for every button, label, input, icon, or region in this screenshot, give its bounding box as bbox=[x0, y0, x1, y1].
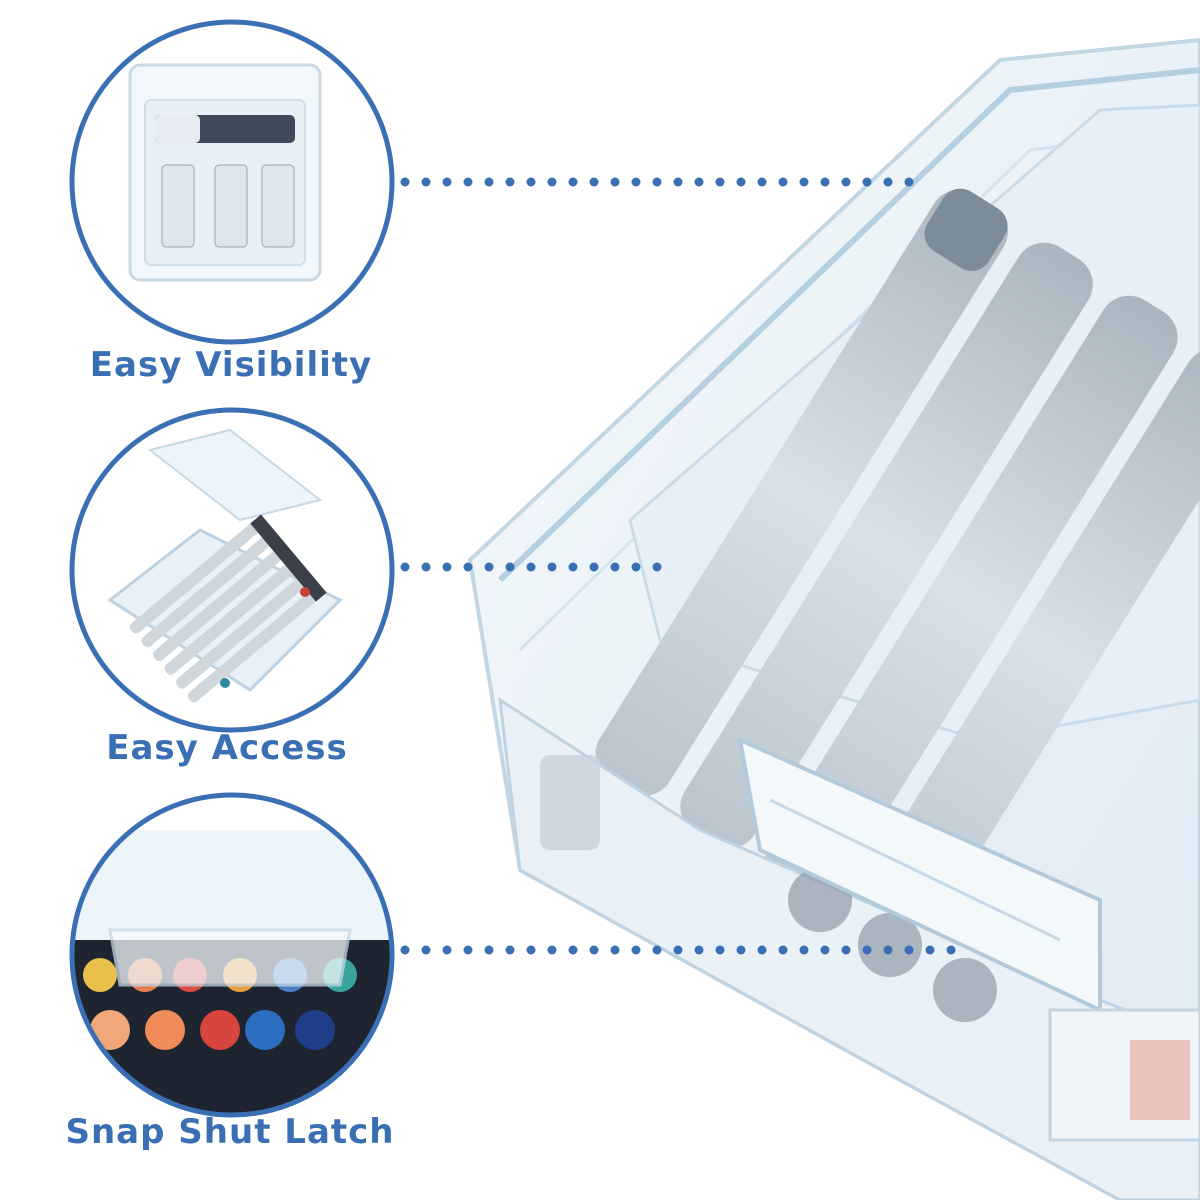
connector-dot bbox=[610, 945, 620, 955]
connector-dot bbox=[715, 177, 725, 187]
connector-dot bbox=[484, 562, 494, 572]
connector-dot bbox=[694, 177, 704, 187]
feature-circle-snap-shut-latch bbox=[69, 792, 395, 1118]
connector-dot bbox=[736, 177, 746, 187]
connector-dot bbox=[442, 562, 452, 572]
open-case-with-markers-photo bbox=[107, 428, 343, 703]
connector-dot bbox=[589, 177, 599, 187]
connector-dot bbox=[505, 945, 515, 955]
connector-dot bbox=[778, 945, 788, 955]
connector-dot bbox=[862, 177, 872, 187]
connector-dot bbox=[400, 177, 410, 187]
connector-dot bbox=[526, 562, 536, 572]
connector-dot bbox=[820, 177, 830, 187]
connector-dot bbox=[778, 177, 788, 187]
connector-dot bbox=[883, 945, 893, 955]
connector-dot bbox=[841, 177, 851, 187]
connector-dot bbox=[694, 945, 704, 955]
connector-dot bbox=[673, 945, 683, 955]
feature-circle-easy-access bbox=[69, 407, 395, 733]
connector-dot bbox=[589, 945, 599, 955]
connector-dot bbox=[505, 562, 515, 572]
connector-dot bbox=[505, 177, 515, 187]
connector-dot bbox=[925, 945, 935, 955]
connector-dot bbox=[463, 562, 473, 572]
connector-dot bbox=[568, 177, 578, 187]
paint-tubes-in-case-photo bbox=[128, 63, 322, 282]
connector-dot bbox=[757, 945, 767, 955]
connector-dot bbox=[652, 945, 662, 955]
connector-dot bbox=[610, 177, 620, 187]
connector-dot bbox=[820, 945, 830, 955]
connector-dot bbox=[526, 177, 536, 187]
connector-dot bbox=[442, 177, 452, 187]
connector-dot bbox=[883, 177, 893, 187]
connector-dot bbox=[736, 945, 746, 955]
connector-dot bbox=[484, 177, 494, 187]
latch-closeup-photo bbox=[72, 830, 392, 1115]
connector-dot bbox=[652, 562, 662, 572]
connector-dot bbox=[841, 945, 851, 955]
connector-dot bbox=[904, 945, 914, 955]
connector-dots bbox=[400, 177, 956, 955]
connector-dot bbox=[715, 945, 725, 955]
connector-dot bbox=[526, 945, 536, 955]
connector-dot bbox=[442, 945, 452, 955]
product-case-photo bbox=[467, 37, 1200, 1200]
feature-label-snap-shut-latch: Snap Shut Latch bbox=[65, 1112, 395, 1152]
connector-dot bbox=[631, 562, 641, 572]
connector-dot bbox=[484, 945, 494, 955]
connector-dot bbox=[547, 177, 557, 187]
connector-dot bbox=[463, 945, 473, 955]
feature-label-easy-access: Easy Access bbox=[106, 728, 348, 768]
connector-dot bbox=[421, 945, 431, 955]
connector-dot bbox=[421, 562, 431, 572]
feature-label-easy-visibility: Easy Visibility bbox=[89, 345, 373, 385]
connector-dot bbox=[652, 177, 662, 187]
connector-dot bbox=[400, 562, 410, 572]
connector-dot bbox=[568, 562, 578, 572]
connector-dot bbox=[946, 945, 956, 955]
connector-dot bbox=[904, 177, 914, 187]
connector-dot bbox=[631, 177, 641, 187]
connector-dot bbox=[862, 945, 872, 955]
connector-dot bbox=[610, 562, 620, 572]
connector-dot bbox=[421, 177, 431, 187]
connector-dot bbox=[757, 177, 767, 187]
connector-dot bbox=[547, 945, 557, 955]
connector-dot bbox=[589, 562, 599, 572]
connector-dot bbox=[400, 945, 410, 955]
marker-set bbox=[595, 188, 1200, 955]
connector-dot bbox=[631, 945, 641, 955]
connector-dot bbox=[568, 945, 578, 955]
connector-dot bbox=[463, 177, 473, 187]
connector-dot bbox=[799, 945, 809, 955]
connector-dot bbox=[547, 562, 557, 572]
connector-dot bbox=[673, 177, 683, 187]
feature-circle-easy-visibility bbox=[69, 19, 395, 345]
connector-dot bbox=[799, 177, 809, 187]
